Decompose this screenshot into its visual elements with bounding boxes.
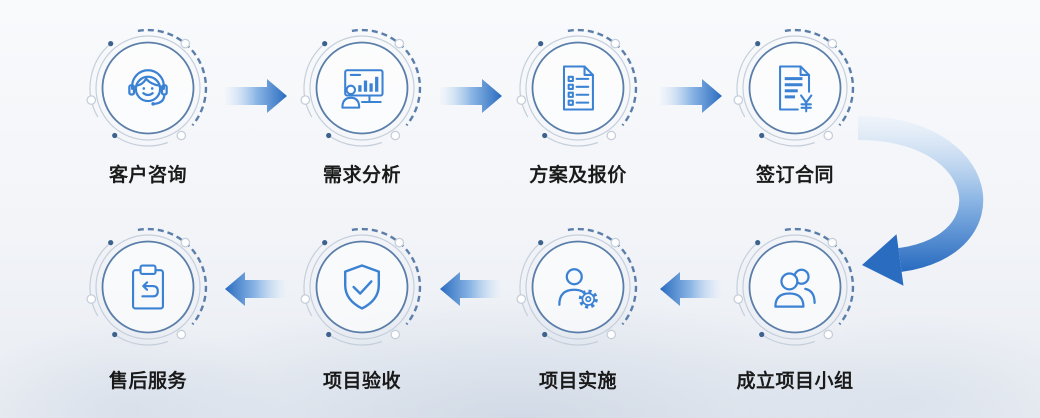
step-label: 需求分析 — [322, 164, 401, 186]
arrow-right-2 — [440, 79, 502, 113]
step-requirement-analysis — [297, 23, 427, 153]
shield-check-icon — [343, 264, 381, 310]
step-customer-consultation — [83, 23, 213, 153]
step-label: 客户咨询 — [108, 164, 187, 186]
curved-arrow-down — [857, 116, 984, 286]
headset-icon — [128, 69, 168, 106]
step-sign-contract — [730, 23, 860, 153]
step-label: 方案及报价 — [529, 164, 627, 186]
arrow-left-2 — [440, 272, 502, 306]
step-label: 售后服务 — [108, 370, 187, 392]
step-label: 项目验收 — [322, 370, 401, 392]
arrow-right-1 — [225, 79, 287, 113]
step-form-project-team — [730, 222, 860, 352]
step-label: 成立项目小组 — [736, 370, 854, 392]
arrow-right-3 — [660, 79, 722, 113]
checklist-document-icon — [562, 65, 594, 111]
arrow-left-3 — [225, 272, 287, 306]
step-project-acceptance — [297, 222, 427, 352]
team-icon — [774, 268, 816, 308]
contract-yen-icon — [779, 65, 813, 113]
step-label: 签订合同 — [755, 164, 834, 186]
person-gear-icon — [558, 268, 598, 309]
step-label: 项目实施 — [538, 370, 617, 392]
step-proposal-and-quote — [513, 23, 643, 153]
step-after-sales-service — [83, 222, 213, 352]
step-project-implementation — [513, 222, 643, 352]
clipboard-return-icon — [131, 264, 165, 310]
arrow-left-1 — [660, 272, 722, 306]
chart-board-icon — [341, 69, 384, 109]
